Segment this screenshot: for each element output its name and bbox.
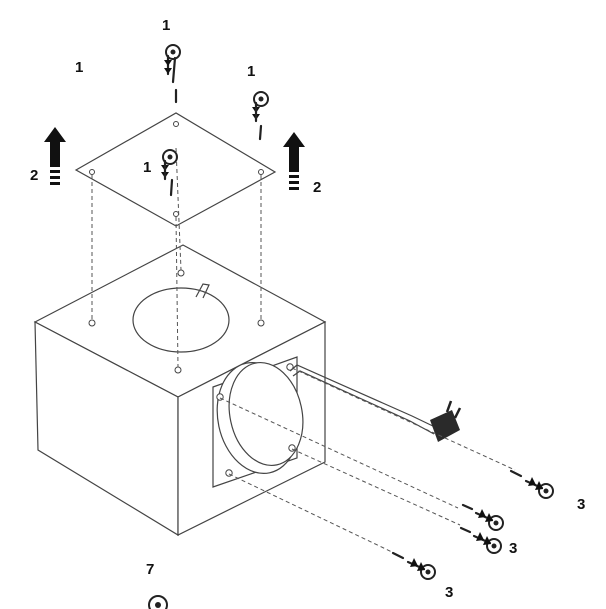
side-fan	[212, 356, 304, 488]
top-opening-lead	[195, 283, 210, 299]
lid-alignment-lines	[91, 147, 262, 368]
arrow-up-icon	[283, 132, 305, 190]
callout-screw-left: 1	[75, 59, 83, 76]
callout-screw-top-center: 1	[162, 17, 170, 34]
callout-rear-screw-1: 3	[577, 496, 585, 513]
screw-icon	[391, 551, 436, 580]
callout-rear-screw-2: 3	[509, 540, 517, 557]
screw-icon	[461, 503, 504, 531]
lid-plate	[74, 112, 277, 227]
lid-hole-back	[173, 121, 179, 127]
screw-icon	[459, 526, 502, 554]
callout-screw-plate-center: 1	[143, 159, 151, 176]
top-hole-back	[177, 269, 185, 277]
callout-lift-right: 2	[313, 179, 321, 196]
callout-rear-screw-3: 3	[445, 584, 453, 601]
screw-icon	[161, 149, 178, 197]
screw-icon	[164, 44, 181, 84]
fan-screw-alignment-lines	[219, 367, 516, 553]
top-hole-right	[257, 319, 265, 327]
screw-icon	[252, 91, 269, 141]
fan-face	[228, 361, 304, 467]
lid-hole-right	[258, 169, 264, 175]
fan-hole-top-right	[286, 363, 294, 371]
top-hole-left	[88, 319, 96, 327]
callout-screw-right: 1	[247, 63, 255, 80]
top-opening	[132, 287, 230, 353]
lid-hole-front	[173, 211, 179, 217]
power-plug-icon	[430, 400, 462, 442]
cord-line	[289, 364, 438, 429]
callout-lift-left: 2	[30, 167, 38, 184]
arrow-up-icon	[44, 127, 66, 185]
screw-icon	[509, 469, 554, 499]
lid-hole-left	[89, 169, 95, 175]
callout-bottom-label: 7	[146, 561, 154, 578]
screw-icon	[148, 595, 168, 609]
top-hole-front	[174, 366, 182, 374]
